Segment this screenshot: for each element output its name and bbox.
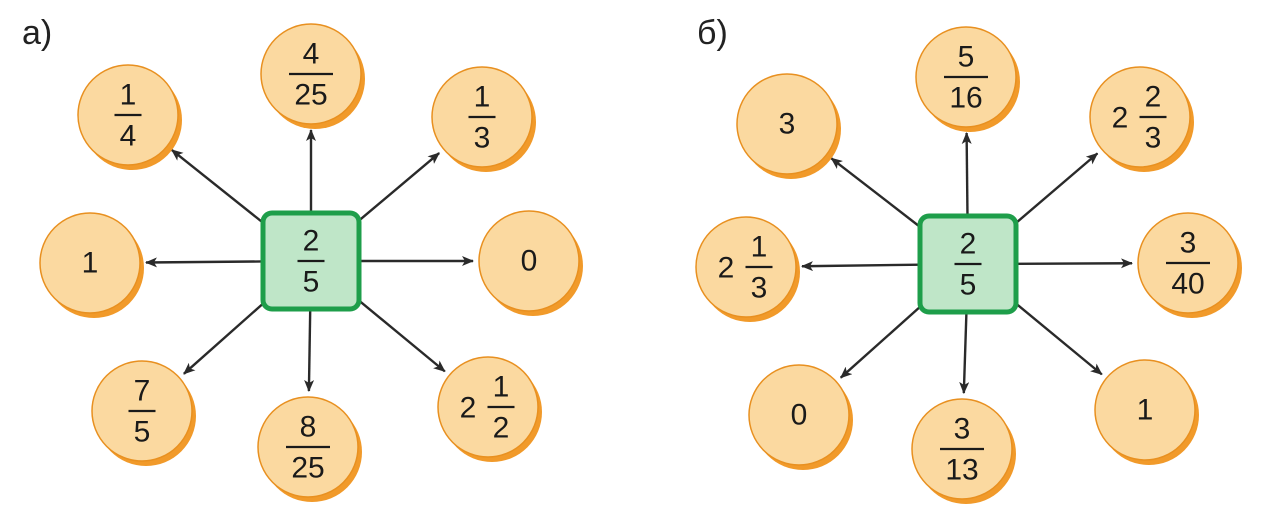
arrow-up-left: [830, 157, 921, 228]
node-down-numerator: 8: [300, 411, 317, 444]
arrow-down: [304, 308, 315, 393]
node-down-right-whole: 2: [460, 392, 477, 425]
node-up-right: 223: [1089, 66, 1194, 172]
node-up-right-numerator: 1: [474, 81, 491, 114]
node-up: 425: [260, 23, 365, 129]
node-up-denominator: 25: [294, 79, 327, 112]
node-circle: [736, 73, 838, 175]
node-left-value: 1: [82, 247, 99, 280]
node-right-numerator: 3: [1180, 227, 1197, 260]
arrow-down-right: [358, 299, 446, 373]
arrow-down-right: [1015, 302, 1103, 376]
node-down-denominator: 25: [291, 452, 324, 485]
node-down-right-value: 1: [1137, 394, 1154, 427]
node-left: 1: [39, 212, 144, 318]
node-circle: [1094, 359, 1196, 461]
node-up-right-numerator: 2: [1145, 81, 1162, 114]
node-up-numerator: 5: [958, 41, 975, 74]
node-left: 21 3: [695, 216, 800, 322]
center-denominator: 5: [960, 269, 977, 302]
node-up: 516: [915, 26, 1020, 132]
node-left-denominator: 3: [751, 272, 768, 305]
node-down-left-denominator: 5: [134, 416, 151, 449]
node-circle: [39, 212, 141, 314]
node-up-left: 14: [77, 64, 182, 170]
center-denominator: 5: [303, 266, 320, 299]
center-numerator: 2: [303, 225, 320, 258]
node-up-left-value: 3: [779, 108, 796, 141]
node-up-left-numerator: 1: [120, 79, 137, 112]
arrow-up-left: [170, 148, 264, 224]
node-left-numerator: 1: [751, 231, 768, 264]
node-left-whole: 2: [718, 252, 735, 285]
node-down-right-denominator: 2: [493, 412, 510, 445]
node-down: 313: [911, 398, 1016, 504]
node-down-right: 212: [437, 356, 542, 462]
arrow-down-left: [839, 305, 921, 379]
node-circle: [478, 210, 580, 312]
arrow-right: [1015, 258, 1134, 269]
node-down-numerator: 3: [954, 413, 971, 446]
arrow-left: [800, 261, 921, 272]
arrow-up-right: [1015, 152, 1099, 224]
node-up-left-denominator: 4: [120, 120, 137, 153]
node-up-numerator: 4: [303, 38, 320, 71]
center-node: 25: [917, 213, 1019, 315]
node-right-value: 0: [521, 245, 538, 278]
arrow-down-left: [183, 302, 264, 375]
center-numerator: 2: [960, 228, 977, 261]
node-up-denominator: 16: [949, 82, 982, 115]
arrow-left: [144, 257, 264, 268]
node-up-right: 13: [431, 66, 536, 172]
arrow-up-right: [358, 152, 440, 222]
node-down-right-numerator: 1: [493, 371, 510, 404]
node-down-left-value: 0: [791, 399, 808, 432]
node-up-right-whole: 2: [1112, 102, 1129, 135]
node-down-left-numerator: 7: [134, 375, 151, 408]
arrow-up: [961, 131, 972, 217]
node-up-right-denominator: 3: [474, 122, 491, 155]
center-node: 25: [260, 210, 362, 312]
node-right-denominator: 40: [1171, 268, 1204, 301]
diagram-label: б): [697, 14, 728, 52]
node-right: 0: [478, 210, 583, 316]
arrow-down: [959, 311, 970, 395]
node-down-left: 75: [91, 360, 196, 466]
node-right: 340: [1137, 212, 1242, 318]
node-down-left: 0: [748, 364, 853, 470]
node-down: 825: [257, 396, 362, 502]
node-down-denominator: 13: [945, 454, 978, 487]
diagram-label: а): [22, 14, 52, 52]
node-up-left: 3: [736, 73, 841, 179]
node-circle: [748, 364, 850, 466]
node-down-right: 1: [1094, 359, 1199, 465]
node-up-right-denominator: 3: [1145, 122, 1162, 155]
